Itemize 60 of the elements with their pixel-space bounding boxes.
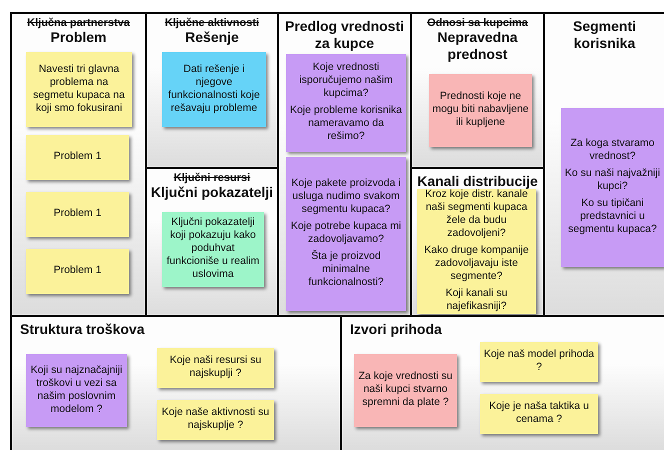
section-heading: Segmenti korisnika [572,18,637,52]
section-heading: Kanali distribucije [416,173,539,189]
note-text: Za koga stvaramo vrednost? [569,137,656,163]
note-text: Koje potrebe kupaca mi zadovoljavamo? [290,220,402,246]
former-section-heading: Odnosi sa kupcima [426,17,529,29]
note-text: Problem 1 [54,207,102,220]
note-text: Problem 1 [54,150,102,163]
note-text: Ključni pokazatelji koji pokazuju kako poduhvat funkcioniše u realim uslovima [166,216,260,281]
note-text: Prednosti koje ne mogu biti nabavljene ili kupljene [432,90,529,129]
note-text: Za koje vrednosti su naši kupci stvarno spremni da plate ? [358,370,454,409]
section-heading: Izvori prihoda [349,321,443,338]
section-heading: Struktura troškova [19,321,146,338]
former-section-heading: Ključna partnerstva [26,17,131,29]
sticky-note [162,52,266,127]
note-text: Koji kanali su najefikasniji? [444,287,508,313]
sticky-note [26,249,129,294]
note-text: Problem 1 [54,264,102,277]
note-text: Koje naš model prihoda ? [483,348,595,374]
note-text: Ko su tipičani predstavnici u segmentu kupaca? [567,197,658,236]
former-section-heading: Ključni resursi [172,172,252,184]
canvas-section [543,12,664,317]
note-text: Dati rešenje i njegove funkcionalnosti koje rešavaju probleme [167,62,261,114]
note-text: Kroz koje distr. kanale naši segmenti kupaca žele da budu zadovoljeni? [424,188,528,240]
sticky-note [286,54,406,152]
canvas-section [10,12,147,317]
section-heading: Ključni pokazatelji [150,184,274,201]
sticky-note [354,354,457,427]
section-heading: Nepravedna prednost [436,29,519,63]
section-heading: Rešenje [184,29,240,46]
note-text: Koji su najznačajniji troškovi u vezi sa našim poslovnim modelom ? [30,364,124,416]
note-text: Koje vrednosti isporučujemo našim kupcima? [298,61,394,100]
canvas-section [10,315,342,450]
canvas-section [145,12,279,169]
canvas-section [277,12,412,317]
sticky-note [157,400,274,440]
canvas-section [410,12,545,169]
note-text: Koje naši resursi su najskuplji ? [168,354,262,380]
sticky-note [162,212,264,287]
note-text: Ko su naši najvažniji kupci? [564,167,661,193]
note-text: Šta je proizvod minimalne funkcionalnosti? [307,250,385,289]
sticky-note [26,52,132,127]
sticky-note [480,342,598,382]
former-section-heading: Ključne aktivnosti [164,17,260,29]
sticky-note [561,108,664,267]
section-heading: Problem [49,29,108,46]
section-heading: Predlog vrednosti za kupce [284,18,406,52]
sticky-note [26,354,127,427]
note-text: Koje pakete proizvoda i usluga nudimo svakom segmentu kupaca? [290,177,402,216]
note-text: Koje je naša taktika u cenama ? [488,400,590,426]
note-text: Navesti tri glavna problema na segmetu kupaca na koji smo fokusirani [32,62,126,114]
sticky-note [157,348,274,388]
sticky-note [26,135,129,180]
sticky-note [480,394,598,434]
note-text: Koje probleme korisnika nameravamo da rešimo? [289,104,403,143]
note-text: Kako druge kompanije zadovoljavaju iste segmente? [423,244,530,283]
note-text: Koje naše aktivnosti su najskuplje ? [160,406,270,432]
sticky-note [417,189,536,314]
sticky-note [286,157,406,311]
sticky-note [26,192,129,237]
sticky-note [429,74,532,147]
